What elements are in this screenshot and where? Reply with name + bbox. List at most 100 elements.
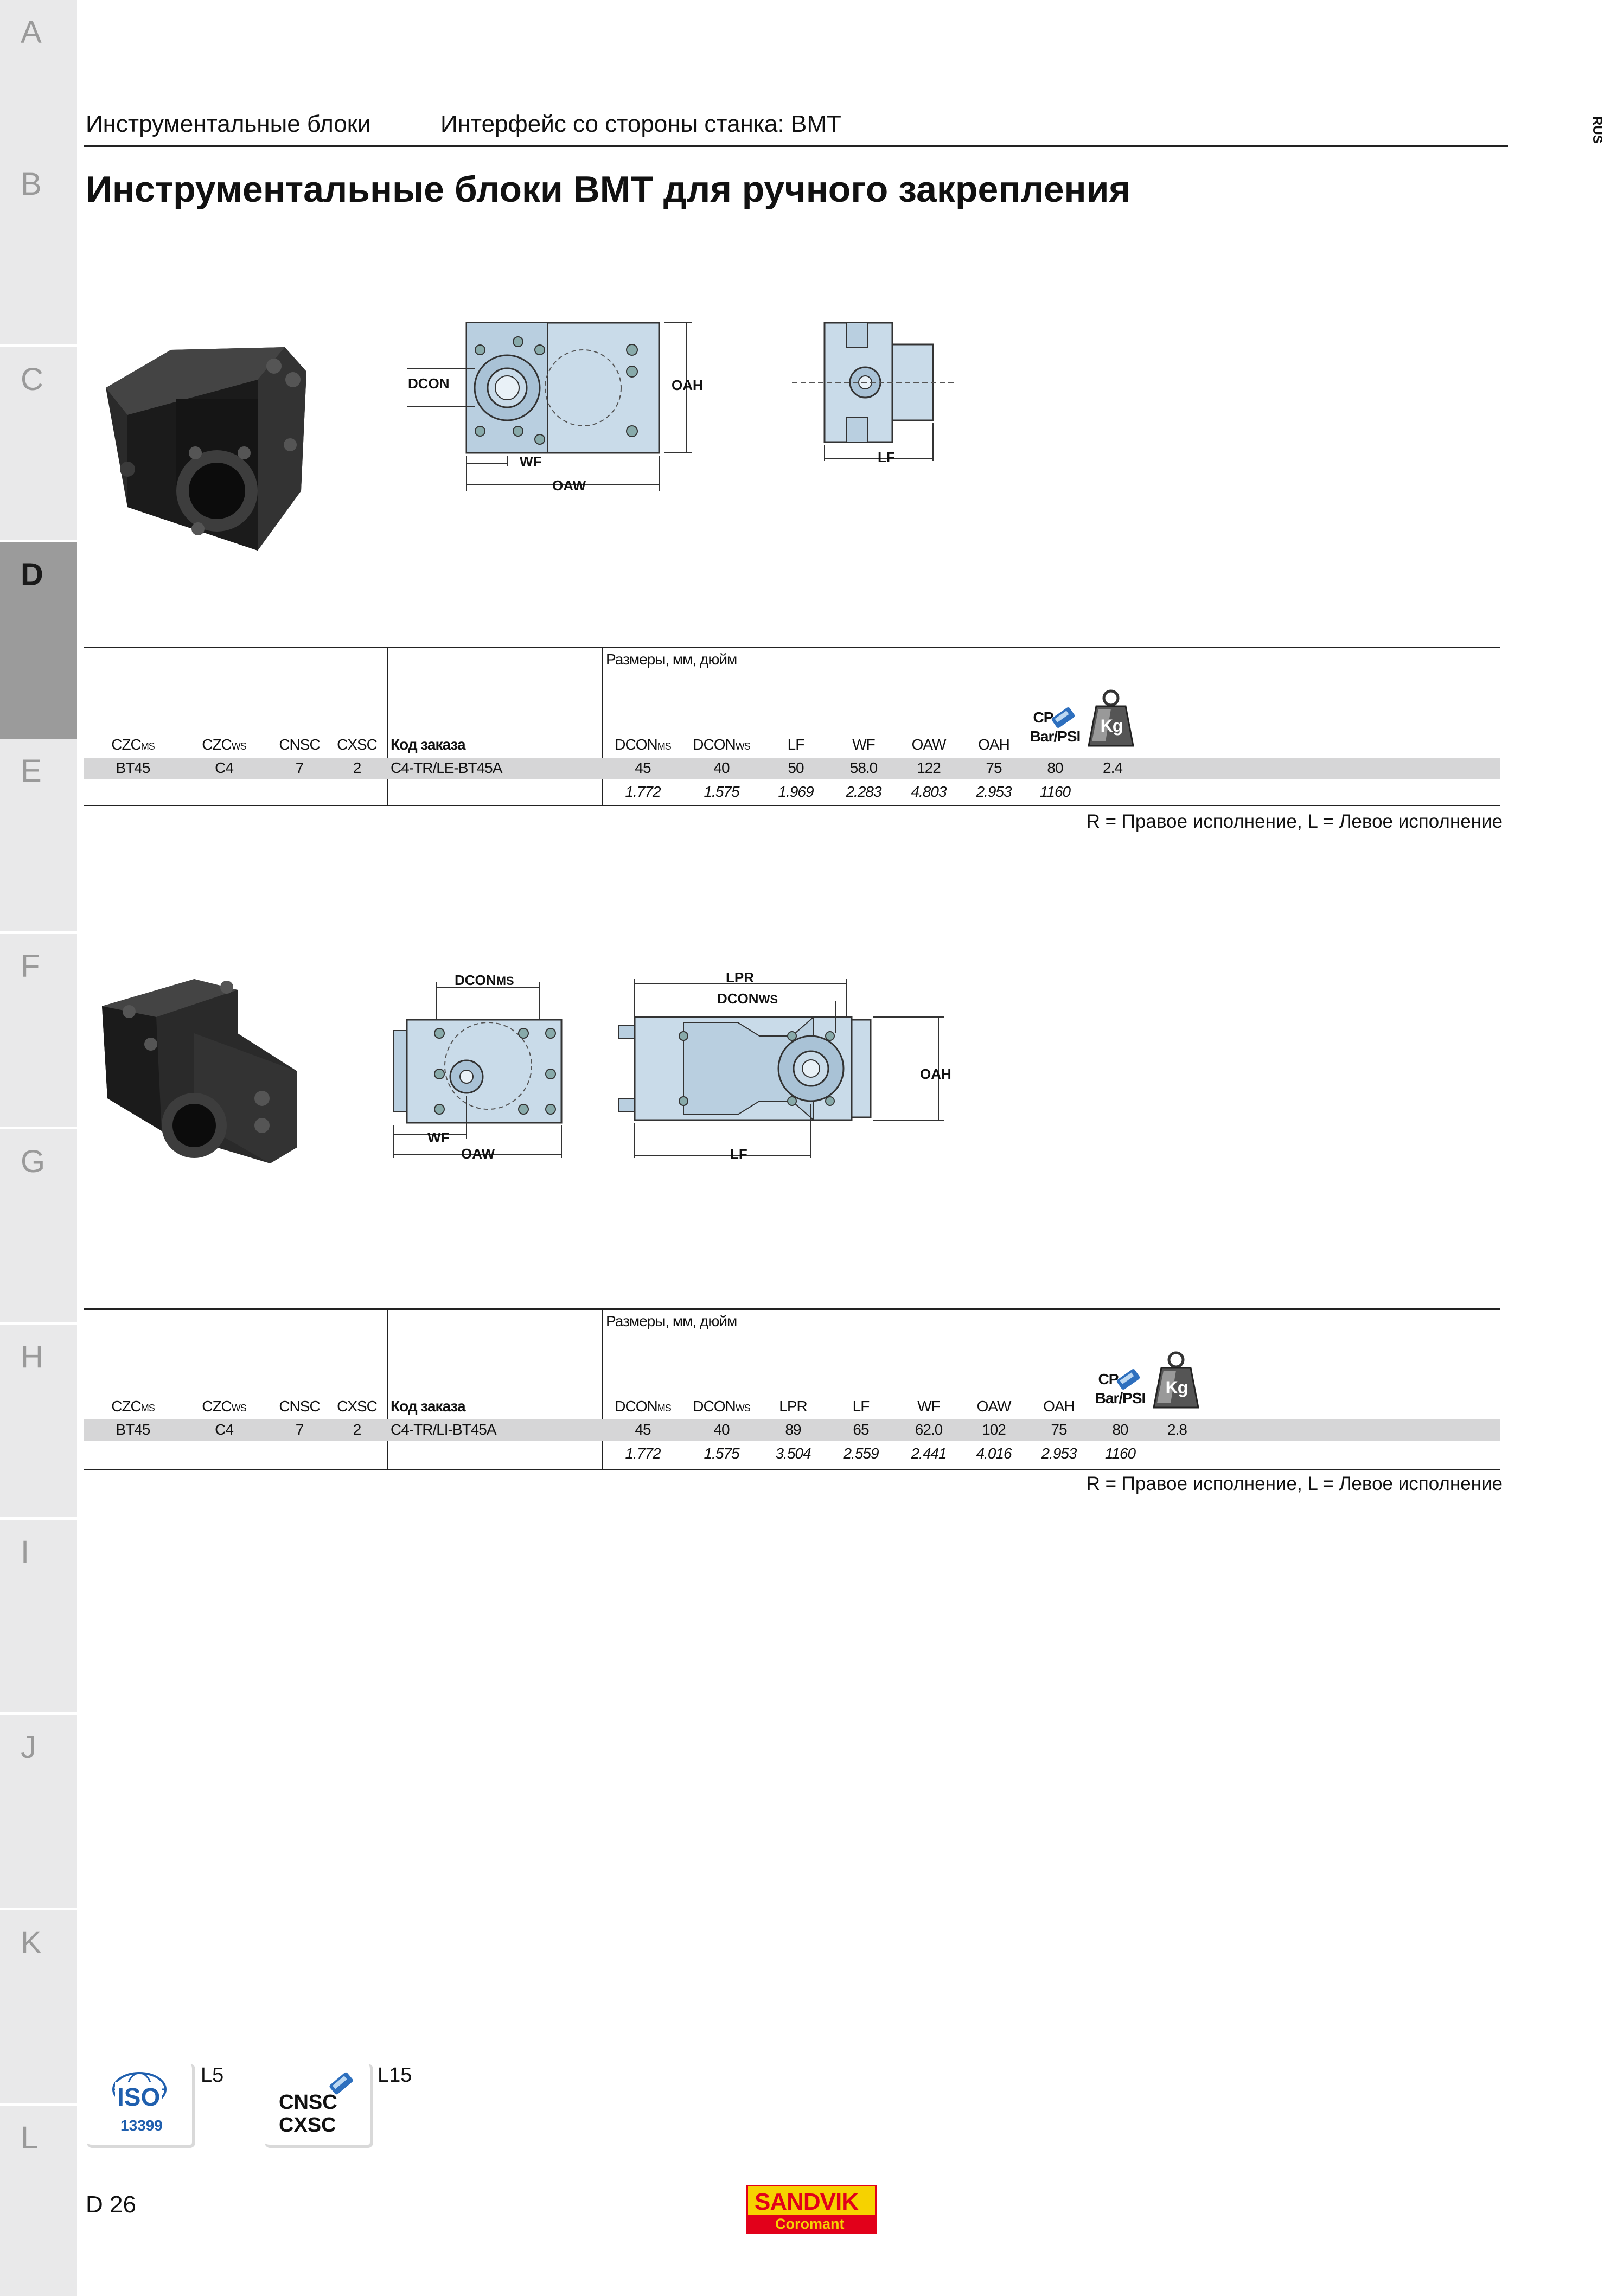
table-top-rule [84,647,1500,648]
table-divider [602,647,603,805]
diagram-label-lpr: LPR [726,969,754,986]
cell-oah: 75 [986,759,1002,776]
diagram-label-lf: LF [878,449,895,465]
brand-sub: Coromant [775,2216,845,2232]
col-oah: OAH [978,736,1010,753]
col-dcon-ms: DCONMS [615,1398,671,1415]
header-section: Инструментальные блоки [86,111,371,137]
side-tab-g[interactable]: G [0,1129,77,1322]
cell-oaw: 122 [917,759,941,776]
col-cnsc: CNSC [279,736,320,753]
diagram-label-oah: OAH [920,1066,951,1082]
col-cnsc: CNSC [279,1398,320,1415]
cell-czc-ws: C4 [215,1421,234,1438]
diagram-label-dcon: DCON [408,375,450,392]
header-interface: Интерфейс со стороны станка: BMT [440,111,841,137]
cell-oah-inch: 2.953 [1041,1445,1077,1462]
side-tab-label: J [21,1730,36,1765]
coolant-icon [329,2072,353,2095]
cell-czc-ms: BT45 [116,759,151,776]
side-tab-l[interactable]: L [0,2106,77,2296]
side-tab-label: C [21,362,43,397]
side-tab-i[interactable]: I [0,1520,77,1712]
cell-weight: 2.8 [1167,1421,1187,1438]
brand-name: SANDVIK [755,2189,859,2215]
coolant-pressure-icon [1051,707,1075,728]
cell-lpr: 89 [785,1421,801,1438]
side-tab-e[interactable]: E [0,739,77,931]
cell-order-code[interactable]: C4-TR/LE-BT45A [391,759,502,776]
drawing-side-view-2 [618,979,944,1158]
table-note-2: R = Правое исполнение, L = Левое исполне… [1086,1473,1503,1494]
iso-text: ISO [115,2082,163,2112]
cell-order-code[interactable]: C4-TR/LI-BT45A [391,1421,496,1438]
side-tab-c[interactable]: C [0,347,77,540]
cp-label: CP [1098,1371,1119,1387]
col-oah: OAH [1043,1398,1075,1415]
cell-oaw-inch: 4.803 [911,783,947,800]
col-wf: WF [852,736,876,753]
cell-cp-inch: 1160 [1039,783,1071,800]
col-lpr: LPR [779,1398,807,1415]
dims-caption: Размеры, мм, дюйм [606,1313,737,1329]
cell-dcon-ws-inch: 1.575 [704,783,739,800]
page-title: Инструментальные блоки BMT для ручного з… [86,169,1131,210]
cell-oah-inch: 2.953 [976,783,1012,800]
sandvik-logo[interactable]: SANDVIK Coromant [746,2185,877,2234]
side-tab-k[interactable]: K [0,1910,77,2103]
side-tab-label: G [21,1144,46,1179]
iso-number: 13399 [120,2117,163,2134]
dims-caption: Размеры, мм, дюйм [606,651,737,668]
table-divider [387,647,388,805]
col-czc-ms: CZCMS [111,736,155,753]
table-row-band [84,758,1500,779]
side-tab-f[interactable]: F [0,934,77,1127]
cnsc-page-ref[interactable]: L15 [378,2064,412,2087]
product-table-1: Размеры, мм, дюйм CP Bar/PSI Kg CZCMS CZ… [84,647,1500,826]
col-wf: WF [917,1398,941,1415]
table-divider [387,1308,388,1469]
drawing-front-view-2 [393,982,563,1158]
diagram-label-wf: WF [520,453,542,470]
table-divider [602,1308,603,1469]
table-bottom-rule [84,805,1500,806]
cnsc-text: CNSC [279,2091,337,2114]
side-tab-label: B [21,167,42,202]
weight-icon [1153,1351,1199,1409]
side-tab-label: I [21,1534,30,1570]
cxsc-text: CXSC [279,2114,336,2137]
cell-cp: 80 [1047,759,1063,776]
side-tab-b[interactable]: B [0,152,77,344]
col-dcon-ws: DCONWS [693,736,750,753]
cell-dcon-ws: 40 [713,1421,730,1438]
side-tab-j[interactable]: J [0,1715,77,1908]
cell-dcon-ws-inch: 1.575 [704,1445,739,1462]
col-cxsc: CXSC [337,1398,378,1415]
iso-page-ref[interactable]: L5 [201,2064,224,2087]
side-tab-d[interactable]: D [0,542,77,739]
header-rule [84,145,1508,147]
col-dcon-ws: DCONWS [693,1398,750,1415]
col-czc-ms: CZCMS [111,1398,155,1415]
col-order-code: Код заказа [391,1398,466,1415]
side-tab-label: H [21,1339,43,1374]
cell-cp: 80 [1112,1421,1128,1438]
drawing-front-view-1 [407,322,692,491]
col-czc-ws: CZCWS [202,1398,247,1415]
cell-lf-inch: 1.969 [778,783,814,800]
bar-psi-label: Bar/PSI [1095,1390,1146,1406]
col-cxsc: CXSC [337,736,378,753]
cnsc-cxsc-logo[interactable]: CNSC CXSC [265,2064,373,2148]
table-note-1: R = Правое исполнение, L = Левое исполне… [1086,811,1503,832]
cell-dcon-ms: 45 [635,1421,651,1438]
diagram-label-oaw: OAW [552,477,586,494]
product-table-2: Размеры, мм, дюйм CP Bar/PSI Kg CZCMS CZ… [84,1308,1500,1487]
iso-13399-logo[interactable]: ISO 13399 [87,2064,195,2148]
table-row-band [84,1419,1500,1441]
side-tab-label: K [21,1925,42,1960]
side-tab-h[interactable]: H [0,1325,77,1517]
cell-cp-inch: 1160 [1104,1445,1136,1462]
col-oaw: OAW [976,1398,1012,1415]
col-lf: LF [852,1398,870,1415]
cell-lpr-inch: 3.504 [775,1445,811,1462]
